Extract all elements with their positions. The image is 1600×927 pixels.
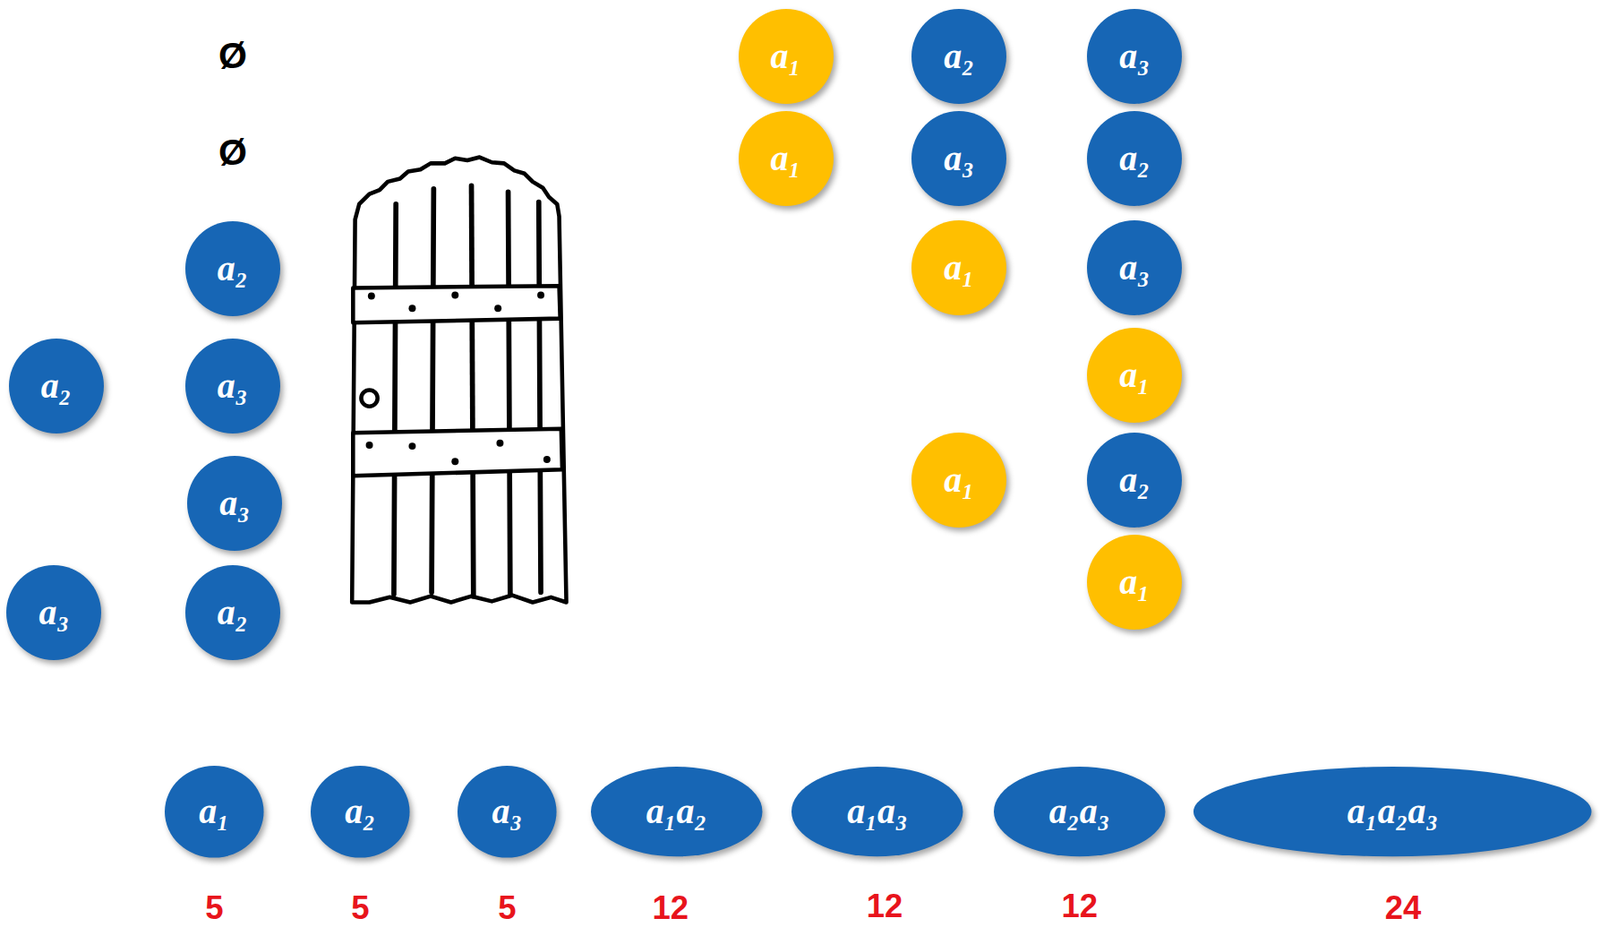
count-number: 24 [1385,891,1422,925]
element-name: a₂ [1119,462,1150,498]
element-name: a₃ [217,367,249,404]
element-circle: a₁ [911,432,1007,528]
element-name: a₁ [198,793,230,830]
empty-set-symbol: Ø [218,134,248,172]
count-number: 5 [205,891,223,925]
element-name: a₁ [943,462,975,498]
element-name: a₃ [1119,249,1150,286]
node-text-holder: a₁a₃ [791,766,963,856]
element-name: a₁a₃ [847,793,908,830]
element-circle: a₁ [911,220,1007,316]
element-circle: a₃ [1086,220,1182,316]
empty-set-symbol: Ø [218,37,248,75]
element-circle: a₃ [6,564,102,660]
element-name: a₂ [41,367,72,404]
node-text-holder: a₂ [310,765,411,858]
element-name: a₃ [1119,38,1150,75]
element-circle: a₂ [1086,432,1182,528]
element-name: a₁ [943,249,975,286]
element-name: a₃ [38,594,69,631]
element-name: a₂ [943,38,975,75]
node-text-holder: a₂ [185,221,281,317]
count-number: 12 [866,889,904,923]
element-name: a₂ [1119,140,1150,177]
element-circle: a₂ [185,564,281,660]
subset-ellipse: a₁a₂ [590,766,762,856]
element-circle: a₁ [738,111,834,206]
node-text-holder: a₁ [738,8,834,104]
element-circle: a₂ [185,221,281,317]
element-name: a₂ [344,793,376,830]
node-text-holder: a₁a₂a₃ [1193,766,1592,856]
node-text-holder: a₃ [6,564,102,660]
node-text-holder: a₃ [187,455,283,551]
element-name: a₁a₂a₃ [1347,793,1439,830]
element-name: a₁ [770,140,802,177]
subset-ellipse: a₁ [164,765,265,858]
element-name: a₂ [217,250,249,287]
element-circle: a₂ [911,8,1007,104]
element-circle: a₁ [1086,534,1182,630]
node-text-holder: a₁a₂ [590,766,762,856]
element-circle: a₁ [1086,327,1182,423]
subset-ellipse: a₁a₂a₃ [1193,766,1592,856]
element-circle: a₃ [911,111,1007,206]
count-number: 5 [497,891,516,925]
element-circle: a₃ [1086,8,1182,104]
node-text-holder: a₁ [1086,534,1182,630]
subset-ellipse: a₂a₃ [993,766,1165,856]
node-text-holder: a₂ [1086,111,1182,206]
count-number: 12 [1060,889,1098,923]
subset-ellipse: a₂ [310,765,411,858]
count-number: 12 [651,891,689,925]
element-name: a₃ [219,485,250,522]
node-text-holder: a₂a₃ [993,766,1165,856]
node-text-holder: a₃ [911,111,1007,206]
node-text-holder: a₁ [738,111,834,206]
node-text-holder: a₁ [164,765,265,858]
node-text-holder: a₁ [1086,327,1182,423]
element-circle: a₃ [185,338,281,434]
node-text-holder: a₂ [8,338,104,434]
element-circle: a₃ [187,455,283,551]
subset-ellipse: a₃ [457,765,557,858]
element-circle: a₁ [738,8,834,104]
node-text-holder: a₃ [1086,220,1182,316]
node-text-holder: a₂ [185,564,281,660]
node-text-holder: a₁ [911,220,1007,316]
node-text-holder: a₃ [457,765,557,858]
element-name: a₂ [217,594,249,631]
node-text-holder: a₂ [1086,432,1182,528]
count-number: 5 [350,891,369,925]
element-name: a₁ [770,38,802,75]
element-name: a₁ [1119,564,1150,600]
element-name: a₃ [943,140,975,177]
element-name: a₂a₃ [1049,793,1111,830]
element-name: a₁a₂ [646,793,708,830]
node-text-holder: a₃ [185,338,281,434]
element-circle: a₂ [8,338,104,434]
subset-ellipse: a₁a₃ [791,766,963,856]
node-text-holder: a₁ [911,432,1007,528]
element-circle: a₂ [1086,111,1182,206]
element-name: a₁ [1119,357,1150,394]
node-text-holder: a₂ [911,8,1007,104]
element-name: a₃ [491,793,522,830]
node-text-holder: a₃ [1086,8,1182,104]
